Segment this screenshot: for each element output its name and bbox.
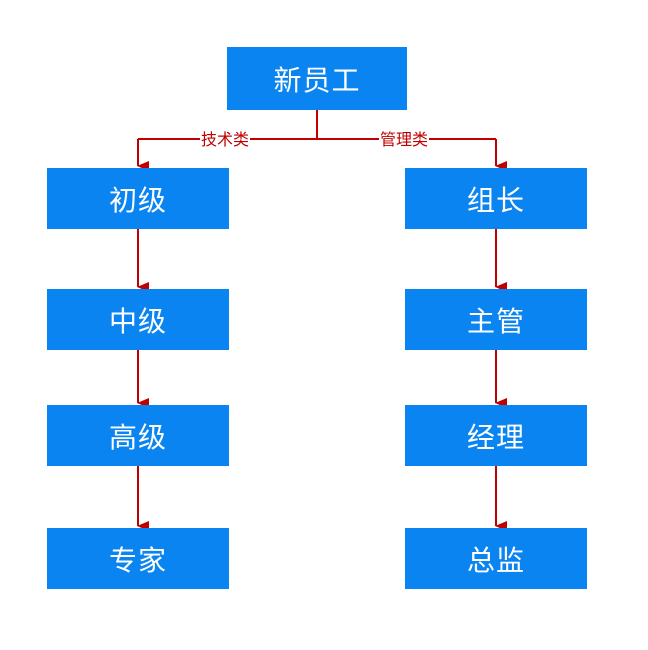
node-management-level-2: 主管 xyxy=(405,289,587,350)
edge-label-tech: 技术类 xyxy=(200,130,251,149)
node-root: 新员工 xyxy=(227,47,407,110)
node-tech-level-3: 高级 xyxy=(47,405,229,466)
node-tech-level-4: 专家 xyxy=(47,528,229,589)
node-tech-level-2: 中级 xyxy=(47,289,229,350)
node-management-level-1: 组长 xyxy=(405,168,587,229)
node-management-level-4: 总监 xyxy=(405,528,587,589)
edge-label-management: 管理类 xyxy=(379,130,430,149)
node-tech-level-1: 初级 xyxy=(47,168,229,229)
node-management-level-3: 经理 xyxy=(405,405,587,466)
